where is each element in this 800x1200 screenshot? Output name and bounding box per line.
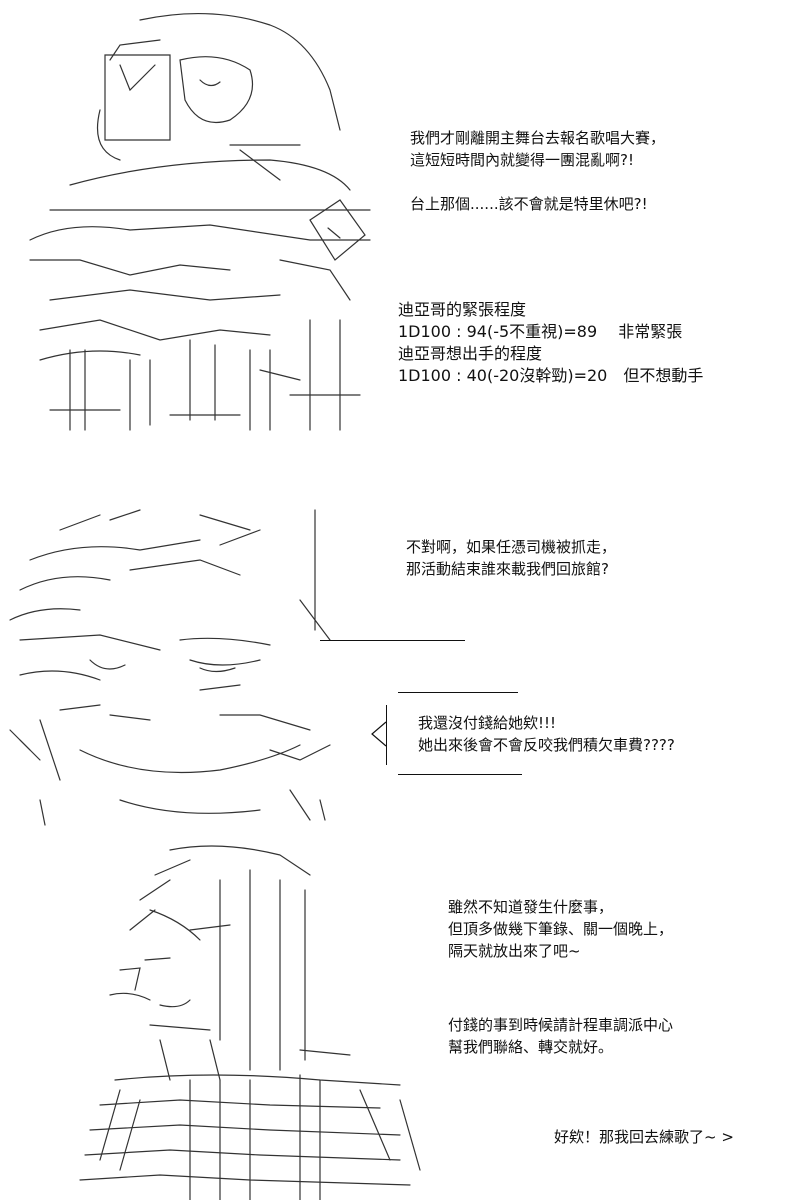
- panel-3: 雖然不知道發生什麼事， 但頂多做幾下筆錄、關一個晚上， 隔天就放出來了吧~ 付錢…: [0, 840, 800, 1200]
- speech-dialog-4: 雖然不知道發生什麼事， 但頂多做幾下筆錄、關一個晚上， 隔天就放出來了吧~: [448, 896, 673, 962]
- dialog-line: 這短短時間內就變得一團混亂啊?!: [410, 151, 634, 169]
- speech-dialog-6: 好欸！那我回去練歌了~ >: [554, 1126, 734, 1148]
- panel-2: 不對啊，如果任憑司機被抓走， 那活動結束誰來載我們回旅館? 我還沒付錢給她欸!!…: [0, 500, 800, 840]
- dialog-line: 不對啊，如果任憑司機被抓走，: [406, 538, 617, 556]
- ascii-art-character-3: [79, 845, 421, 1200]
- dice-roll-results: 迪亞哥的緊張程度 1D100 : 94(-5不重視)=89 非常緊張 迪亞哥想出…: [398, 299, 703, 387]
- panel-1: 我們才剛離開主舞台去報名歌唱大賽， 這短短時間內就變得一團混亂啊?! 台上那個.…: [0, 0, 800, 440]
- bubble-2-tail: [371, 721, 387, 747]
- bubble-2-left-edge: [386, 705, 387, 765]
- dialog-line: 台上那個......該不會就是特里休吧?!: [410, 195, 648, 213]
- dialog-line: 我們才剛離開主舞台去報名歌唱大賽，: [410, 129, 666, 147]
- dialog-line: 雖然不知道發生什麼事，: [448, 898, 614, 916]
- ascii-art-character-2: [9, 509, 331, 826]
- speech-dialog-3: 我還沒付錢給她欸!!! 她出來後會不會反咬我們積欠車費????: [418, 712, 675, 756]
- dialog-line: 那活動結束誰來載我們回旅館?: [406, 560, 609, 578]
- dialog-line: 我還沒付錢給她欸!!!: [418, 714, 557, 732]
- roll-label: 迪亞哥想出手的程度: [398, 344, 543, 363]
- roll-label: 迪亞哥的緊張程度: [398, 300, 527, 319]
- dialog-line: 好欸！那我回去練歌了~ >: [554, 1128, 734, 1146]
- dialog-line: [410, 171, 665, 193]
- speech-dialog-1: 我們才剛離開主舞台去報名歌唱大賽， 這短短時間內就變得一團混亂啊?! 台上那個.…: [410, 127, 665, 215]
- dialog-line: 她出來後會不會反咬我們積欠車費????: [418, 736, 675, 754]
- dialog-line: 但頂多做幾下筆錄、關一個晚上，: [448, 920, 674, 938]
- bubble-2-top-edge: [398, 692, 518, 693]
- roll-result: 1D100 : 94(-5不重視)=89 非常緊張: [398, 322, 683, 341]
- speech-dialog-5: 付錢的事到時候請計程車調派中心 幫我們聯絡、轉交就好。: [448, 1014, 673, 1058]
- bubble-1-bottom-edge: [320, 640, 465, 641]
- dialog-line: 隔天就放出來了吧~: [448, 942, 581, 960]
- ascii-art-character-1: [29, 12, 371, 431]
- dialog-line: 付錢的事到時候請計程車調派中心: [448, 1016, 674, 1034]
- bubble-2-bottom-edge: [398, 774, 522, 775]
- roll-result: 1D100 : 40(-20沒幹勁)=20 但不想動手: [398, 366, 704, 385]
- speech-dialog-2: 不對啊，如果任憑司機被抓走， 那活動結束誰來載我們回旅館?: [406, 536, 616, 580]
- dialog-line: 幫我們聯絡、轉交就好。: [448, 1038, 614, 1056]
